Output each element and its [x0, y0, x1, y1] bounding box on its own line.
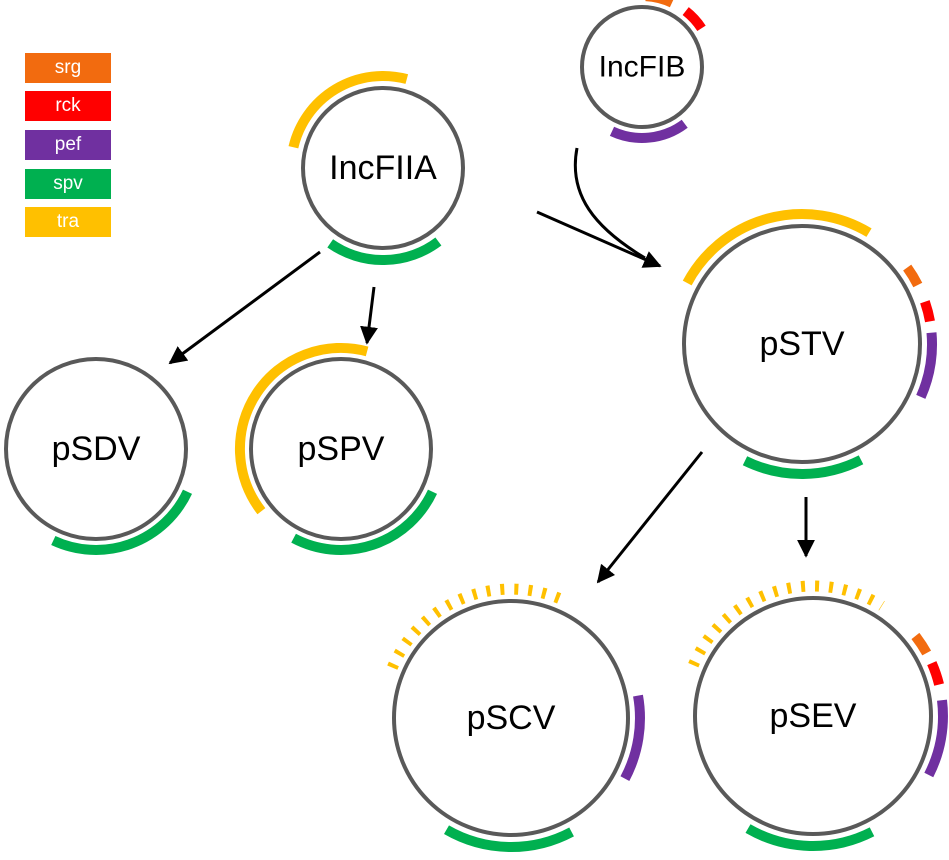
- plasmid-pstv-segment-pef: [916, 332, 937, 399]
- plasmid-psev: pSEV: [688, 580, 948, 851]
- plasmid-psev-segment-pef: [924, 699, 948, 778]
- legend-pef: pef: [25, 130, 111, 160]
- plasmid-pscv: pSCV: [387, 583, 645, 852]
- plasmid-incfib-backbone: [580, 5, 704, 129]
- plasmid-pstv-segment-spv: [742, 455, 864, 479]
- plasmid-psev-segment-tra: [688, 580, 885, 668]
- plasmid-incfib-segment-pef: [609, 119, 688, 143]
- legend-rck: rck: [25, 91, 111, 121]
- plasmid-pstv-segment-srg: [903, 264, 923, 288]
- plasmid-psdv-segment-spv: [51, 489, 193, 555]
- plasmid-pstv-segment-tra: [682, 209, 872, 286]
- plasmid-psdv-backbone: [4, 357, 188, 541]
- plasmid-psdv: pSDV: [4, 357, 193, 555]
- plasmid-incfiia-segment-tra: [288, 70, 409, 149]
- arrow-pstv-to-pscv: [596, 451, 704, 584]
- plasmid-psev-backbone: [693, 596, 933, 836]
- plasmid-incfiia-backbone: [301, 86, 465, 250]
- arrow-incfiia-to-psdv: [168, 250, 321, 365]
- plasmid-incfib-segment-rck: [682, 7, 706, 32]
- arrow-incfiia-to-pstv: [536, 210, 662, 268]
- plasmid-pspv-backbone: [249, 357, 433, 541]
- plasmid-incfib-label: IncFIB: [599, 51, 686, 84]
- plasmid-pscv-segment-spv: [444, 825, 574, 852]
- plasmid-psev-segment-spv: [745, 824, 875, 851]
- arrow-incfib-to-pstv: [573, 147, 646, 260]
- arrow-incfiia-to-pspv: [360, 286, 378, 345]
- plasmid-pscv-segment-pef: [620, 694, 645, 781]
- plasmid-incfiia-label: IncFIIA: [329, 149, 437, 187]
- legend-srg: srg: [25, 53, 111, 83]
- plasmid-incfiia-segment-spv: [327, 237, 442, 266]
- plasmid-incfib-segment-srg: [645, 0, 674, 8]
- plasmid-pscv-label: pSCV: [467, 699, 556, 737]
- plasmid-psev-segment-rck: [927, 661, 944, 686]
- plasmid-pspv: pSPV: [234, 342, 438, 555]
- legend-spv: spv: [25, 169, 111, 199]
- plasmid-pspv-segment-spv: [291, 489, 438, 555]
- plasmid-psdv-label: pSDV: [52, 430, 141, 468]
- plasmid-psev-label: pSEV: [770, 697, 857, 735]
- plasmid-incfib: IncFIB: [580, 0, 706, 143]
- plasmid-pspv-label: pSPV: [298, 430, 385, 468]
- plasmid-pstv-segment-rck: [920, 300, 935, 323]
- plasmid-psev-segment-srg: [911, 632, 932, 656]
- plasmid-pstv-backbone: [682, 224, 922, 464]
- plasmid-pstv-label: pSTV: [759, 325, 844, 363]
- legend-tra: tra: [25, 207, 111, 237]
- plasmid-pspv-segment-tra: [234, 342, 369, 515]
- plasmid-incfiia: IncFIIA: [288, 70, 465, 266]
- plasmid-pscv-backbone: [392, 599, 630, 837]
- plasmid-pstv: pSTV: [682, 209, 937, 479]
